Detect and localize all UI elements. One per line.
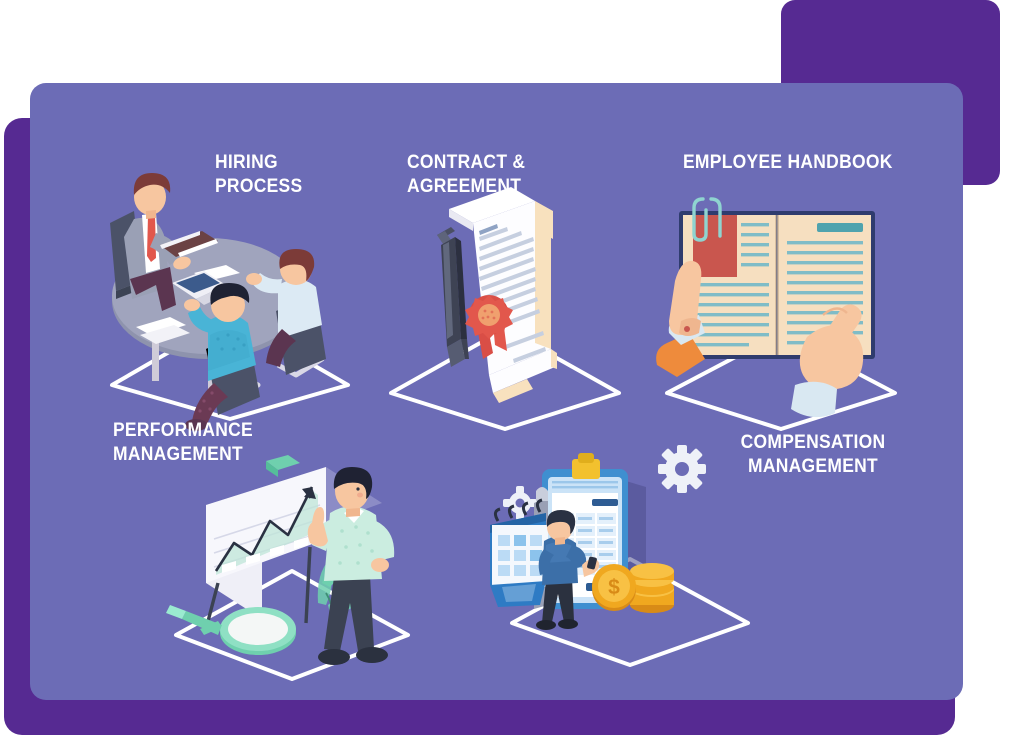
- compensation-management-icon: $: [480, 429, 780, 689]
- tile-compensation-management[interactable]: COMPENSATION MANAGEMENT: [470, 413, 930, 693]
- tile-label-employee-handbook: EMPLOYEE HANDBOOK: [683, 152, 893, 173]
- svg-text:$: $: [608, 576, 620, 599]
- tile-label-contract-agreement: CONTRACT & AGREEMENT: [407, 152, 526, 198]
- performance-management-icon: [160, 443, 420, 693]
- hiring-process-icon: [100, 153, 360, 433]
- main-panel: HIRING PROCESS: [30, 83, 963, 700]
- employee-handbook-icon: [645, 153, 915, 433]
- tile-contract-agreement[interactable]: CONTRACT & AGREEMENT: [375, 143, 635, 433]
- tile-employee-handbook[interactable]: EMPLOYEE HANDBOOK: [645, 143, 915, 433]
- contract-agreement-icon: [375, 153, 635, 433]
- tile-performance-management[interactable]: PERFORMANCE MANAGEMENT: [75, 413, 415, 693]
- tile-hiring-process[interactable]: HIRING PROCESS: [100, 143, 360, 433]
- tile-label-performance-management: PERFORMANCE MANAGEMENT: [113, 420, 253, 466]
- tile-label-hiring-process: HIRING PROCESS: [215, 152, 303, 198]
- tile-label-compensation-management: COMPENSATION MANAGEMENT: [740, 432, 886, 478]
